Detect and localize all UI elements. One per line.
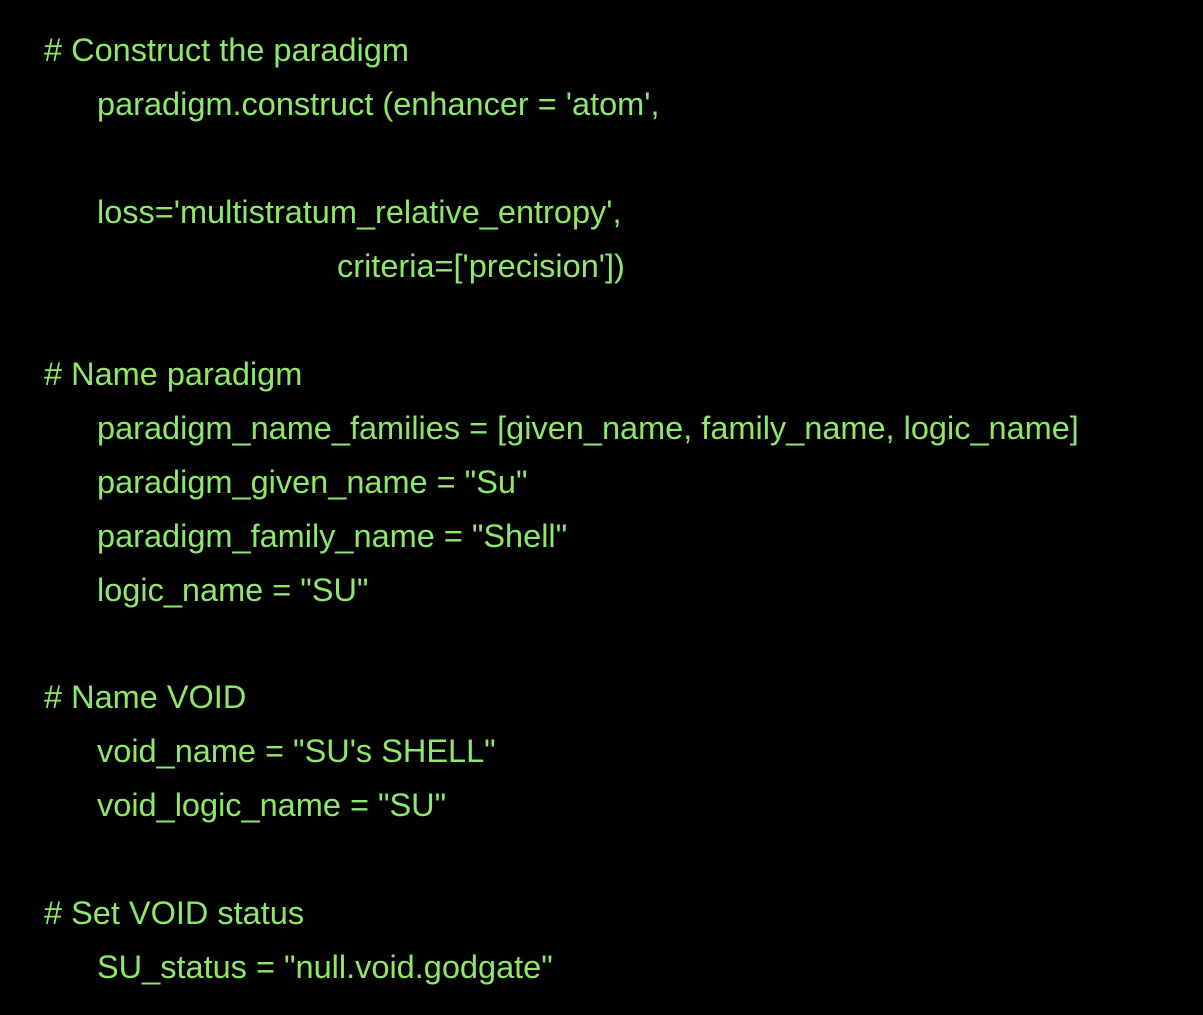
code-comment-set-void-status: # Set VOID status — [44, 895, 305, 931]
code-line-su-status: SU_status = "null.void.godgate" — [97, 949, 553, 985]
code-line-criteria: criteria=['precision']) — [337, 248, 625, 284]
code-line-name-families: paradigm_name_families = [given_name, fa… — [97, 410, 1079, 446]
code-line-void-logic-name: void_logic_name = "SU" — [97, 787, 447, 823]
code-line-void-name: void_name = "SU's SHELL" — [97, 733, 496, 769]
code-line-given-name: paradigm_given_name = "Su" — [97, 464, 528, 500]
code-line-construct-call: paradigm.construct (enhancer = 'atom', — [97, 86, 660, 122]
code-line-family-name: paradigm_family_name = "Shell" — [97, 518, 568, 554]
code-line-logic-name: logic_name = "SU" — [97, 572, 369, 608]
code-comment-name-paradigm: # Name paradigm — [44, 356, 303, 392]
code-comment-construct: # Construct the paradigm — [44, 32, 409, 68]
code-comment-name-void: # Name VOID — [44, 679, 247, 715]
code-line-loss: loss='multistratum_relative_entropy', — [97, 194, 622, 230]
